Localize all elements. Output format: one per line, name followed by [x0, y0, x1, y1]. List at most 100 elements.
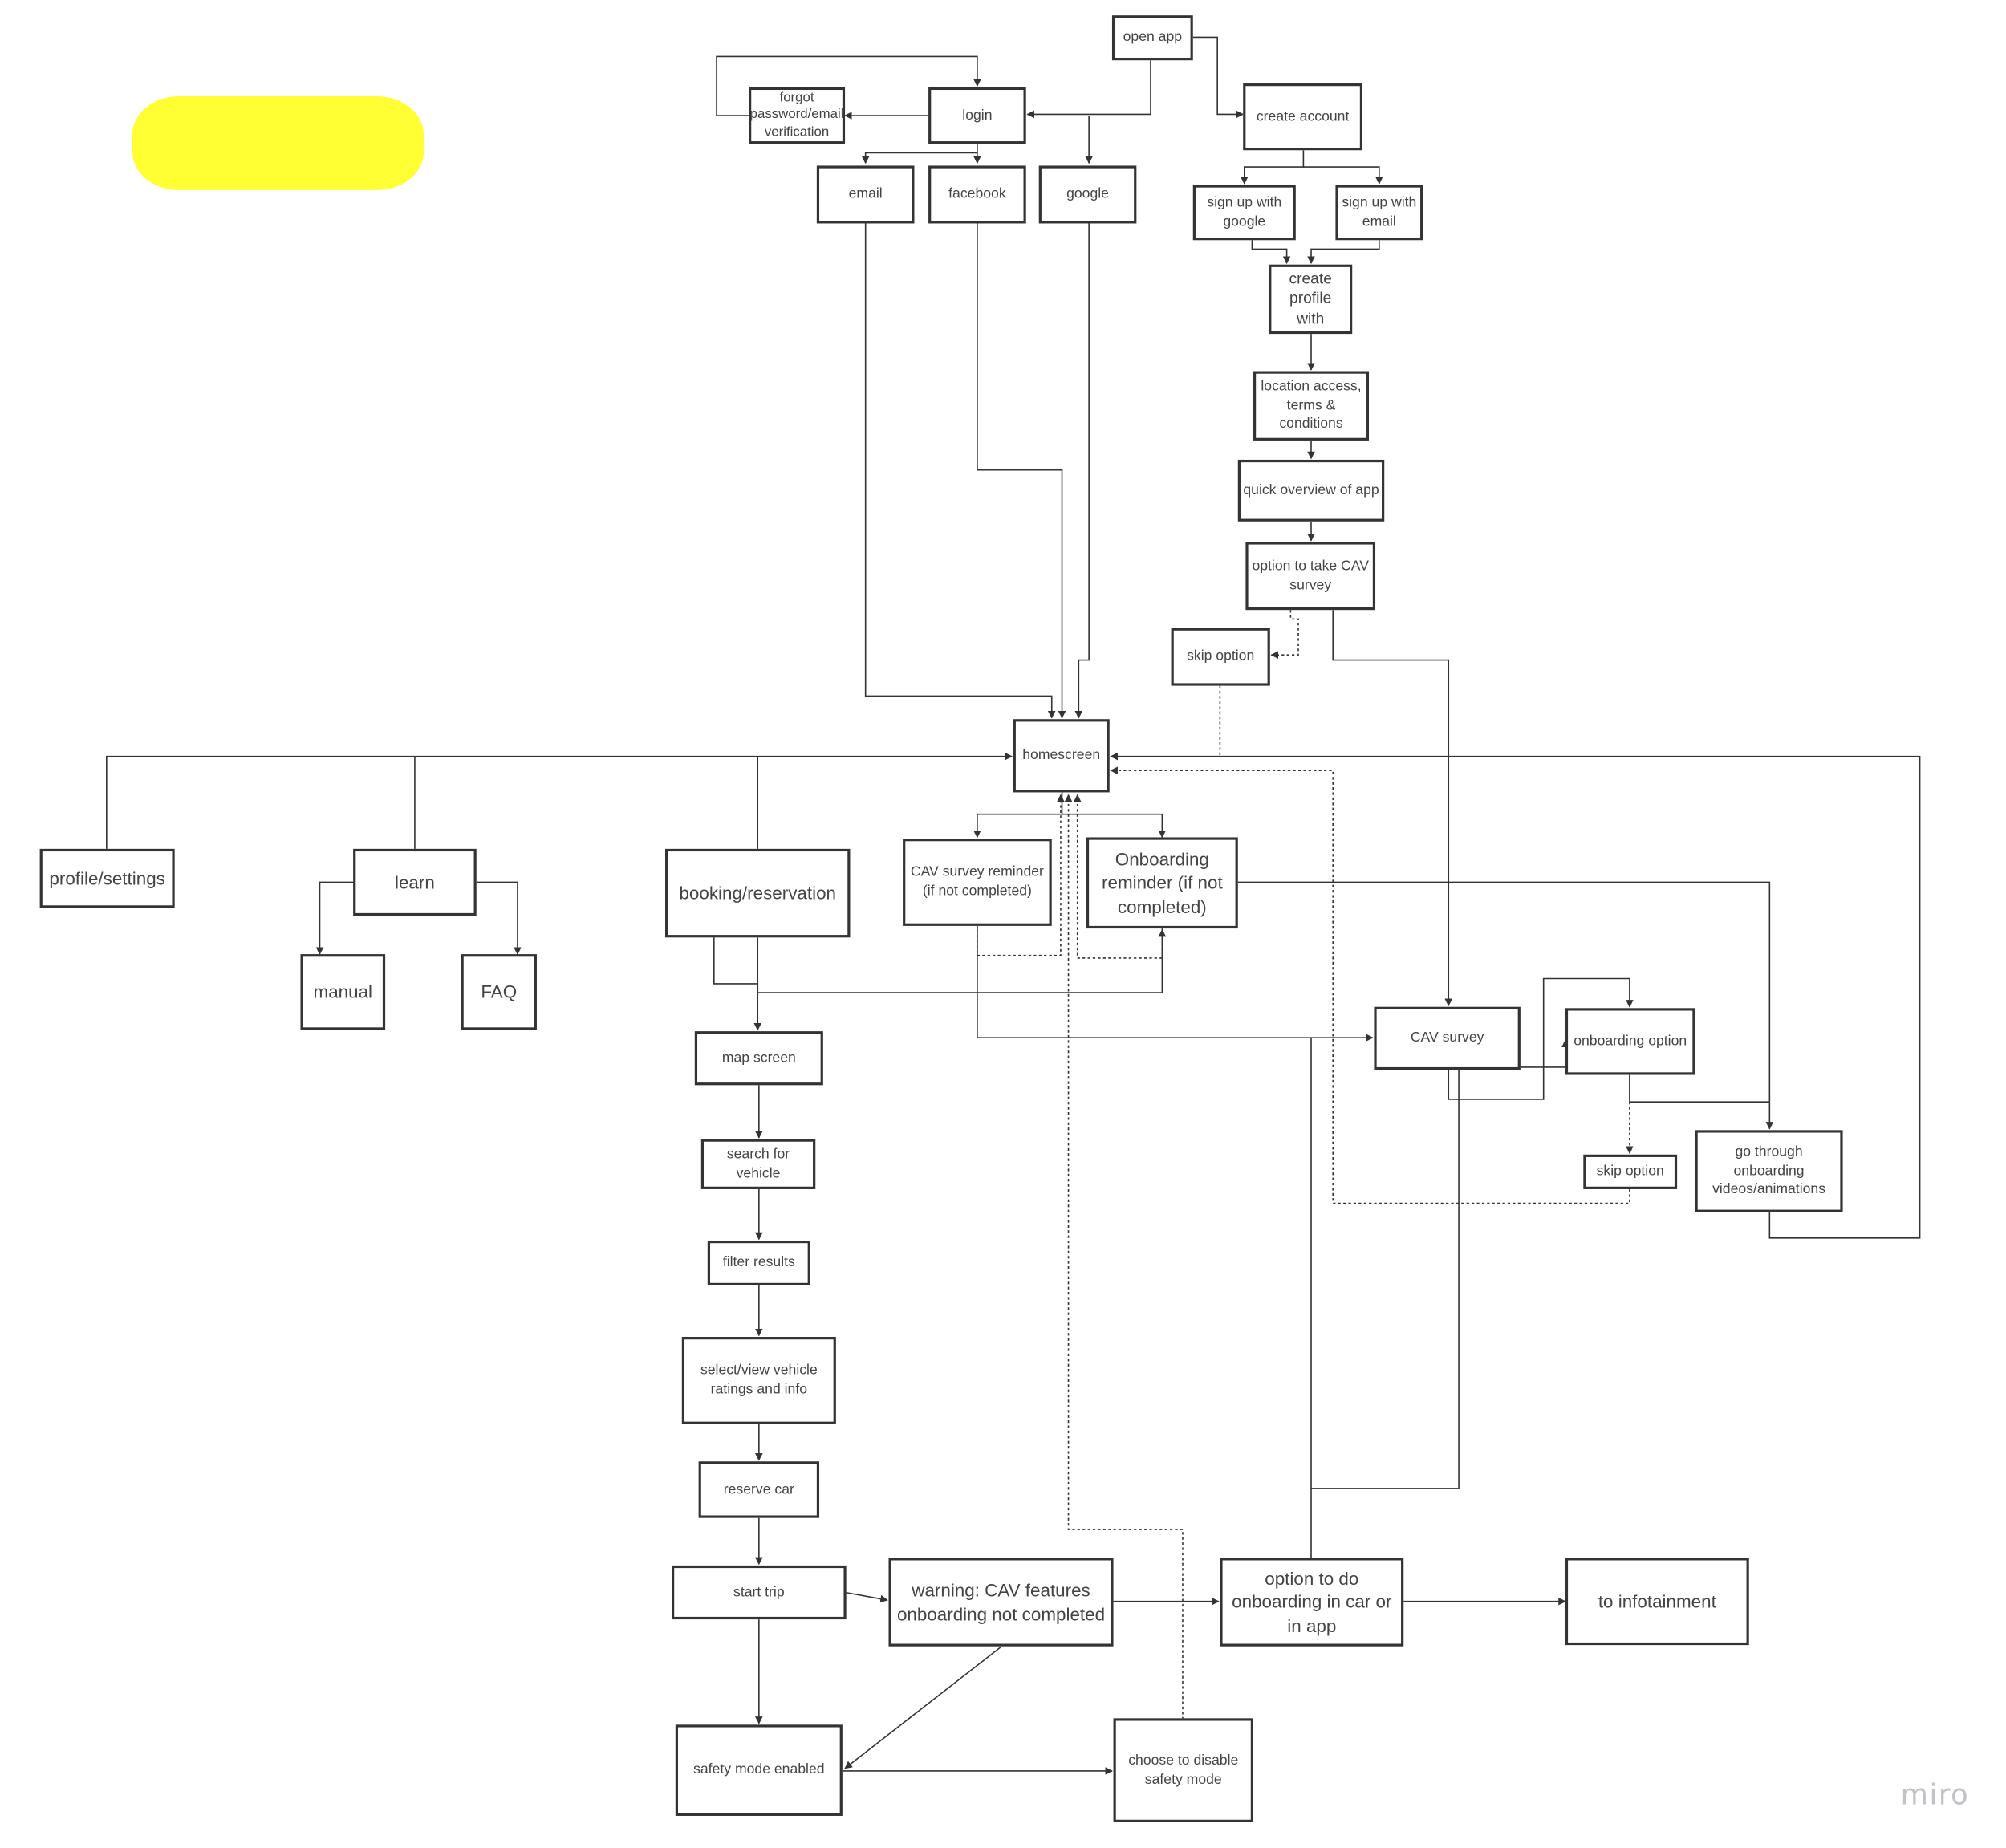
node-profile-settings[interactable]: profile/settings — [39, 848, 175, 908]
connector-open-app-login — [1026, 60, 1151, 119]
node-cav-survey-reminder[interactable]: CAV survey reminder (if not completed) — [903, 839, 1052, 926]
connector-forgot-login-loop — [716, 55, 981, 116]
node-disable-safety-mode-label: choose to disable safety mode — [1128, 1752, 1239, 1787]
node-create-profile[interactable]: create profile with — [1269, 264, 1353, 335]
connector-return-right — [1110, 752, 1921, 1239]
connector-onboarding-reminder-go-through — [1237, 881, 1774, 1130]
node-sign-up-email-label: sign up with email — [1342, 194, 1417, 229]
node-google[interactable]: google — [1038, 165, 1137, 224]
node-create-account-label: create account — [1256, 108, 1350, 124]
node-option-onboarding-car[interactable]: option to do onboarding in car or in app — [1220, 1558, 1404, 1647]
yellow-highlight-shape — [132, 96, 424, 190]
node-select-vehicle-label: select/view vehicle ratings and info — [700, 1363, 818, 1398]
node-search-vehicle[interactable]: search for vehicle — [700, 1139, 816, 1189]
connector-option-onboarding-onboarding-option — [1311, 1039, 1569, 1489]
node-booking-reservation-label: booking/reservation — [679, 882, 837, 904]
connector-bus-homescreen — [106, 752, 1013, 851]
node-start-trip[interactable]: start trip — [672, 1565, 847, 1620]
node-forgot-password[interactable]: forgot password/email verification — [749, 87, 846, 144]
node-onboarding-option-label: onboarding option — [1574, 1033, 1687, 1049]
connector-learn-manual — [315, 881, 355, 956]
connector-cav-option-survey — [1332, 610, 1453, 1007]
node-create-profile-label: create profile with — [1289, 269, 1332, 327]
node-manual-label: manual — [313, 981, 373, 1002]
node-warning-onboarding[interactable]: warning: CAV features onboarding not com… — [888, 1558, 1114, 1647]
node-cav-survey-label: CAV survey — [1410, 1030, 1484, 1046]
connector-cav-option-skip — [1270, 610, 1299, 660]
node-google-label: google — [1066, 186, 1109, 202]
node-warning-onboarding-label: warning: CAV features onboarding not com… — [896, 1579, 1106, 1624]
node-faq-label: FAQ — [481, 981, 518, 1002]
node-quick-overview[interactable]: quick overview of app — [1237, 459, 1385, 522]
connector-start-warning — [844, 1591, 888, 1603]
connector-facebook-homescreen — [977, 223, 1066, 719]
node-go-through-onboarding[interactable]: go through onboarding videos/animations — [1695, 1130, 1843, 1212]
connector-warning-safety — [844, 1646, 1002, 1769]
node-email[interactable]: email — [816, 165, 915, 224]
node-open-app[interactable]: open app — [1111, 15, 1193, 61]
connector-homescreen-reminders — [973, 792, 1063, 839]
node-cav-survey[interactable]: CAV survey — [1374, 1006, 1521, 1070]
node-disable-safety-mode[interactable]: choose to disable safety mode — [1113, 1718, 1253, 1822]
node-to-infotainment-label: to infotainment — [1598, 1590, 1716, 1611]
node-option-onboarding-car-label: option to do onboarding in car or in app — [1232, 1568, 1392, 1636]
node-learn[interactable]: learn — [353, 848, 477, 916]
connector-survey-onboarding-option — [1448, 977, 1634, 1100]
node-onboarding-reminder[interactable]: Onboarding reminder (if not completed) — [1086, 837, 1238, 929]
node-sign-up-google[interactable]: sign up with google — [1192, 185, 1296, 241]
connector-signup-email-profile — [1307, 240, 1380, 265]
node-onboarding-option[interactable]: onboarding option — [1565, 1008, 1695, 1075]
node-facebook[interactable]: facebook — [928, 165, 1026, 224]
node-filter-results-label: filter results — [722, 1254, 795, 1270]
node-homescreen[interactable]: homescreen — [1013, 719, 1110, 793]
node-skip-option-top-label: skip option — [1187, 648, 1255, 664]
connector-login-email — [861, 152, 977, 164]
connector-google-homescreen — [1074, 223, 1090, 719]
node-select-vehicle[interactable]: select/view vehicle ratings and info — [681, 1337, 836, 1424]
node-create-account[interactable]: create account — [1243, 83, 1363, 151]
node-manual[interactable]: manual — [300, 954, 386, 1030]
node-map-screen[interactable]: map screen — [694, 1031, 823, 1086]
connector-booking-onboarding-reminder — [713, 928, 1167, 993]
connector-learn-faq — [476, 881, 522, 956]
node-reserve-car-label: reserve car — [723, 1481, 794, 1497]
node-safety-mode-enabled-label: safety mode enabled — [693, 1761, 825, 1778]
node-email-label: email — [848, 186, 883, 202]
node-reserve-car[interactable]: reserve car — [698, 1461, 820, 1518]
connector-disable-safety-homescreen — [1064, 794, 1184, 1720]
node-skip-option-right-label: skip option — [1596, 1164, 1664, 1180]
node-cav-survey-reminder-label: CAV survey reminder (if not completed) — [910, 864, 1044, 900]
node-learn-label: learn — [394, 871, 435, 892]
connector-open-app-create-account — [1192, 36, 1245, 119]
node-map-screen-label: map screen — [721, 1050, 796, 1066]
node-go-through-onboarding-label: go through onboarding videos/animations — [1712, 1143, 1826, 1198]
node-skip-option-top[interactable]: skip option — [1171, 628, 1270, 686]
node-facebook-label: facebook — [948, 186, 1006, 202]
node-faq[interactable]: FAQ — [461, 954, 537, 1030]
node-option-cav-survey-label: option to take CAV survey — [1252, 558, 1369, 593]
node-to-infotainment[interactable]: to infotainment — [1565, 1558, 1749, 1646]
node-location-access[interactable]: location access, terms & conditions — [1253, 371, 1370, 441]
connector-onboarding-option-go-through — [1629, 1074, 1770, 1103]
node-login[interactable]: login — [928, 87, 1026, 144]
node-filter-results[interactable]: filter results — [707, 1240, 810, 1286]
node-profile-settings-label: profile/settings — [49, 867, 165, 888]
node-sign-up-email[interactable]: sign up with email — [1335, 185, 1423, 241]
node-open-app-label: open app — [1123, 29, 1183, 46]
node-start-trip-label: start trip — [733, 1584, 785, 1600]
node-forgot-password-label: forgot password/email verification — [749, 89, 844, 140]
node-skip-option-right[interactable]: skip option — [1583, 1154, 1678, 1189]
node-location-access-label: location access, terms & conditions — [1261, 378, 1362, 433]
node-option-cav-survey[interactable]: option to take CAV survey — [1245, 542, 1376, 611]
miro-logo: miro — [1900, 1780, 1970, 1813]
node-booking-reservation[interactable]: booking/reservation — [665, 848, 851, 938]
node-safety-mode-enabled[interactable]: safety mode enabled — [675, 1724, 843, 1816]
connector-skip-right-homescreen — [1110, 766, 1630, 1204]
connector-signup-google-profile — [1251, 240, 1291, 265]
connector-cav-reminder-survey — [977, 924, 1374, 1042]
connector-create-account-signup-email — [1303, 166, 1383, 185]
node-quick-overview-label: quick overview of app — [1243, 482, 1379, 498]
node-search-vehicle-label: search for vehicle — [726, 1146, 790, 1181]
